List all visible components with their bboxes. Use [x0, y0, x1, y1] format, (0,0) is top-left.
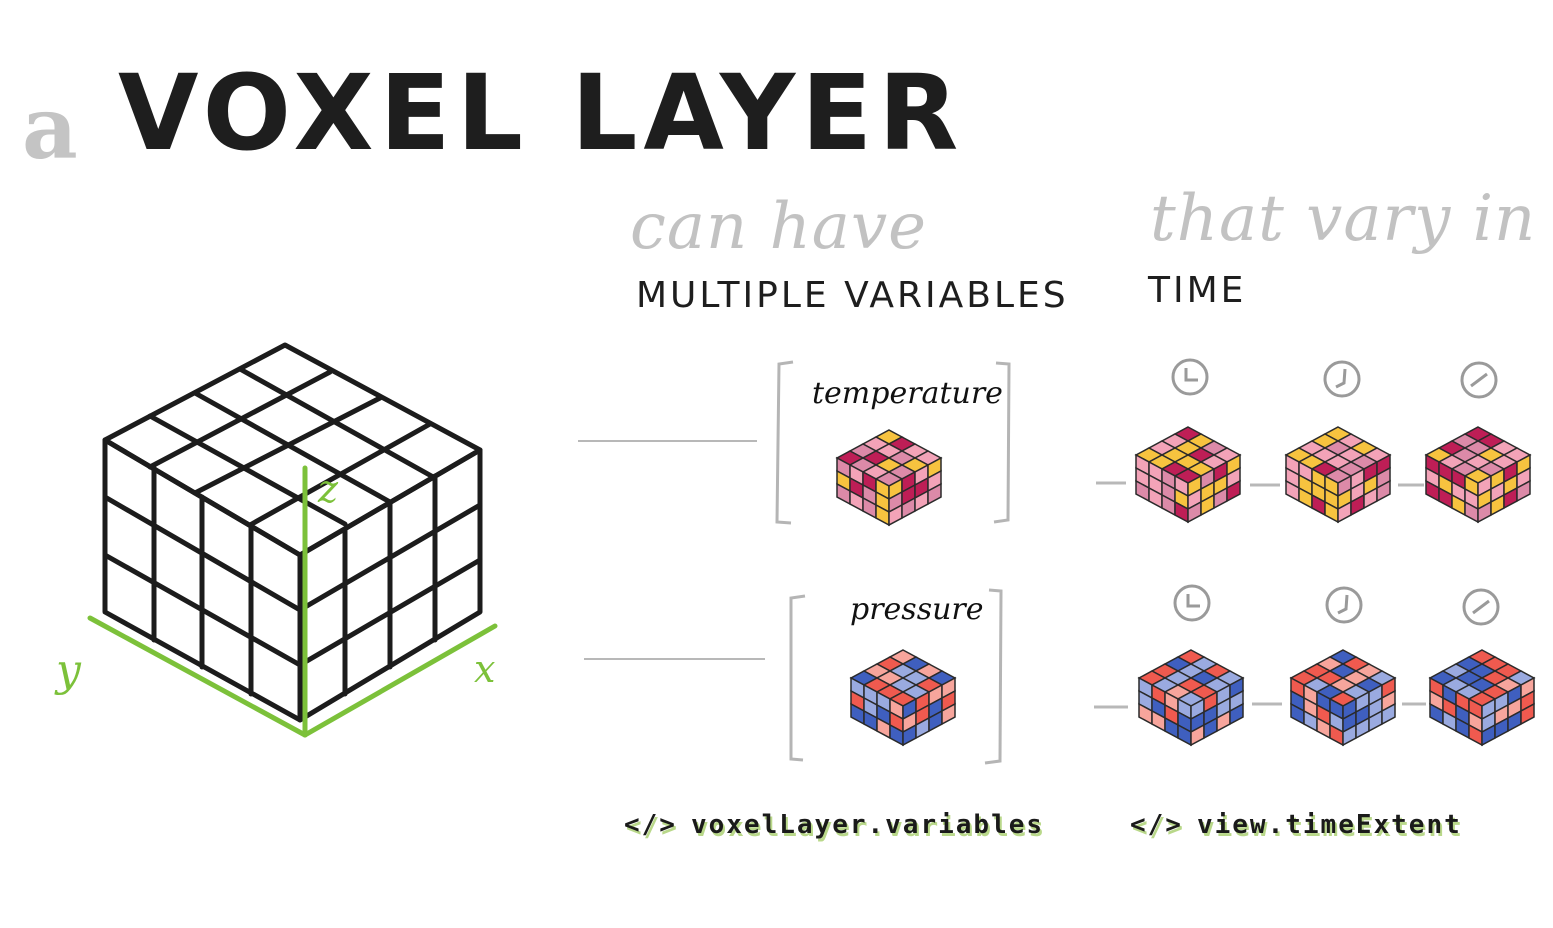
x-axis-label: x [474, 647, 495, 691]
voxel-cube [1289, 649, 1397, 747]
x-axis [302, 623, 498, 738]
axes [87, 465, 498, 738]
code-variables-text: voxelLayer.variables [690, 810, 1045, 840]
code-icon: </> [624, 810, 677, 840]
y-axis [87, 615, 308, 738]
clock-icon [1171, 358, 1209, 396]
voxel-cube [1137, 649, 1245, 747]
variable-label-temperature: temperature [812, 376, 1003, 411]
clock-icon [1173, 584, 1211, 622]
bracket-left [775, 360, 794, 525]
clock-icon [1323, 360, 1361, 398]
z-axis-label: z [317, 467, 339, 511]
variable-label-pressure: pressure [850, 592, 984, 627]
voxel-cube [1428, 649, 1536, 747]
voxel-cube [1284, 426, 1392, 524]
clock-icons [1171, 358, 1500, 626]
voxel [1376, 479, 1391, 503]
voxel [927, 482, 942, 506]
page-title: VOXEL LAYER [118, 52, 965, 174]
y-axis-label: y [54, 645, 82, 696]
time-connectors [1094, 481, 1426, 709]
code-view-time-extent: </> view.timeExtent [1130, 810, 1462, 840]
voxel [1516, 479, 1531, 503]
voxel [1381, 702, 1396, 726]
phrase-can-have: can have [630, 190, 927, 264]
voxel [1520, 702, 1535, 726]
label-multiple-variables: MULTIPLE VARIABLES [636, 275, 1069, 316]
voxel-cube [835, 429, 943, 527]
bracket-right [984, 588, 1003, 765]
clock-icon [1462, 588, 1500, 626]
wireframe-cube [102, 342, 483, 723]
code-voxel-layer-variables: </> voxelLayer.variables [624, 810, 1044, 840]
voxel-cube [1134, 426, 1242, 524]
voxel-cube [849, 649, 957, 747]
voxel [1226, 479, 1241, 503]
phrase-that-vary-in: that vary in [1150, 182, 1537, 256]
voxel [1229, 702, 1244, 726]
title-article: a [22, 78, 78, 179]
voxel-cubes [835, 426, 1536, 747]
code-time-text: view.timeExtent [1196, 810, 1462, 840]
voxel-cube [1424, 426, 1532, 524]
bracket-right [993, 361, 1011, 524]
clock-icon [1460, 361, 1498, 399]
label-time: TIME [1148, 270, 1247, 311]
brackets [775, 360, 1011, 765]
bracket-left [789, 594, 806, 762]
voxel [941, 702, 956, 726]
clock-icon [1325, 586, 1363, 624]
code-icon: </> [1130, 810, 1183, 840]
